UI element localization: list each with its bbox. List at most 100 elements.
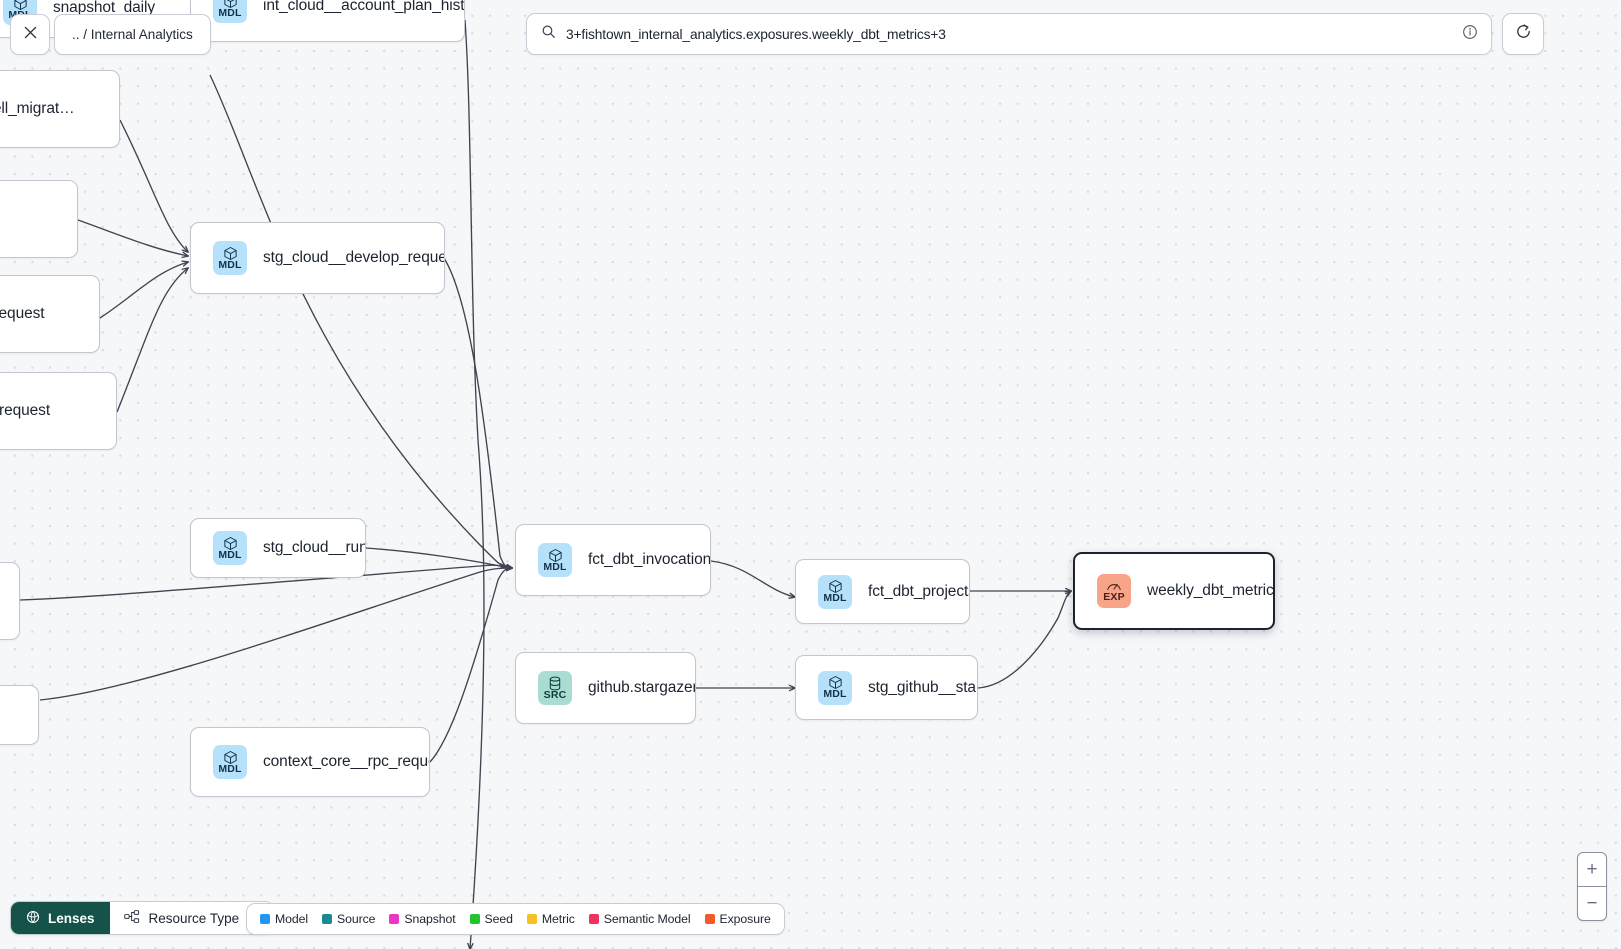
legend-label: Seed bbox=[484, 912, 513, 926]
legend-swatch bbox=[260, 914, 270, 924]
node-type-text: MDL bbox=[218, 548, 242, 561]
node-type-text: MDL bbox=[218, 762, 242, 775]
legend-item[interactable]: Source bbox=[322, 912, 375, 926]
node-type-text: MDL bbox=[218, 6, 242, 19]
node-type-text: MDL bbox=[543, 560, 567, 573]
cube-icon bbox=[223, 536, 238, 551]
legend-swatch bbox=[322, 914, 332, 924]
search-box[interactable] bbox=[526, 13, 1492, 55]
cube-icon bbox=[223, 246, 238, 261]
search-icon bbox=[541, 24, 556, 44]
graph-node[interactable]: MDL…velop_request bbox=[0, 275, 100, 353]
cube-icon bbox=[13, 0, 28, 11]
node-type-badge-mdl: MDL bbox=[213, 0, 247, 23]
top-left-controls: .. / Internal Analytics bbox=[10, 14, 211, 55]
graph-node[interactable]: MDLmulticell_migrat… bbox=[0, 70, 120, 148]
graph-edge bbox=[39, 568, 512, 701]
node-type-badge-mdl: MDL bbox=[213, 745, 247, 779]
info-icon[interactable] bbox=[1462, 24, 1478, 45]
legend-item[interactable]: Snapshot bbox=[389, 912, 456, 926]
node-label: weekly_dbt_metrics bbox=[1147, 582, 1275, 599]
node-label: stg_cloud__runs bbox=[263, 539, 366, 556]
legend-item[interactable]: Semantic Model bbox=[588, 912, 691, 926]
node-label: fct_dbt_invocations bbox=[588, 551, 711, 568]
legend-label: Metric bbox=[541, 912, 575, 926]
cube-icon bbox=[548, 548, 563, 563]
legend-item[interactable]: Seed bbox=[469, 912, 513, 926]
node-label: snapshot_daily bbox=[53, 0, 156, 16]
lenses-segmented-control: Lenses Resource Type bbox=[10, 901, 275, 935]
legend-swatch bbox=[588, 914, 599, 924]
gauge-icon bbox=[1106, 579, 1122, 593]
graph-edge bbox=[209, 74, 505, 566]
node-type-badge-exp: EXP bbox=[1097, 574, 1131, 608]
node-type-badge-mdl: MDL bbox=[213, 241, 247, 275]
node-label: int_cloud__account_plan_history bbox=[263, 0, 465, 14]
cube-icon bbox=[223, 0, 238, 9]
node-type-badge-src: SRC bbox=[538, 671, 572, 705]
node-label: github.stargazers bbox=[588, 679, 696, 696]
graph-node[interactable]: MDL…n bbox=[0, 562, 20, 640]
refresh-button[interactable] bbox=[1502, 13, 1544, 55]
zoom-in-button[interactable]: + bbox=[1586, 859, 1598, 880]
graph-node[interactable]: MDL stg_github__stars bbox=[795, 655, 978, 720]
graph-node[interactable]: SRC github.stargazers bbox=[515, 652, 696, 724]
node-label: …velop_request bbox=[0, 305, 45, 322]
node-type-badge-mdl: MDL bbox=[213, 531, 247, 565]
legend-item[interactable]: Exposure bbox=[704, 912, 771, 926]
graph-edge bbox=[116, 268, 188, 413]
node-type-text: MDL bbox=[218, 258, 242, 271]
refresh-icon bbox=[1514, 22, 1533, 46]
graph-node[interactable]: MDL…_develop_request bbox=[0, 372, 117, 450]
resource-type-button[interactable]: Resource Type bbox=[109, 902, 274, 934]
lenses-label: Lenses bbox=[48, 910, 95, 926]
graph-edge bbox=[119, 119, 188, 252]
node-type-badge-mdl: MDL bbox=[538, 543, 572, 577]
node-type-badge-mdl: MDL bbox=[818, 670, 852, 705]
graph-edge bbox=[99, 262, 188, 319]
graph-edge bbox=[977, 591, 1071, 689]
node-label: stg_github__stars bbox=[868, 678, 978, 696]
zoom-controls: + − bbox=[1577, 852, 1607, 921]
node-type-text: EXP bbox=[1103, 591, 1125, 603]
node-label: …_develop_request bbox=[0, 402, 51, 419]
node-type-text: SRC bbox=[543, 688, 567, 701]
graph-node[interactable]: EXP weekly_dbt_metrics bbox=[1073, 552, 1275, 630]
cube-icon bbox=[828, 675, 843, 690]
lenses-button[interactable]: Lenses bbox=[11, 902, 110, 934]
close-icon bbox=[23, 25, 38, 45]
graph-node[interactable]: MDL….run bbox=[0, 685, 39, 745]
graph-node[interactable]: MDL stg_cloud__runs bbox=[190, 518, 366, 578]
cube-icon bbox=[223, 750, 238, 765]
breadcrumb[interactable]: .. / Internal Analytics bbox=[54, 14, 211, 55]
legend-swatch bbox=[469, 914, 480, 924]
legend-item[interactable]: Metric bbox=[526, 912, 575, 926]
graph-edge bbox=[77, 219, 188, 256]
graph-node[interactable]: MDL fct_dbt_invocations bbox=[515, 524, 711, 596]
node-type-badge-mdl: MDL bbox=[818, 574, 852, 609]
graph-edge bbox=[429, 568, 512, 763]
database-icon bbox=[548, 676, 562, 691]
legend-item[interactable]: Model bbox=[260, 912, 308, 926]
cube-icon bbox=[828, 579, 843, 594]
node-type-text: MDL bbox=[823, 592, 847, 604]
graph-node[interactable]: MDL int_cloud__account_plan_history bbox=[190, 0, 465, 42]
node-label: multicell_migrat… bbox=[0, 100, 75, 117]
lens-icon bbox=[26, 910, 40, 927]
legend-label: Exposure bbox=[719, 912, 771, 926]
search-input[interactable] bbox=[566, 26, 1452, 42]
legend-swatch bbox=[526, 914, 537, 924]
zoom-out-button[interactable]: − bbox=[1586, 893, 1598, 914]
graph-node[interactable]: MDL…p_request bbox=[0, 180, 78, 258]
node-label: context_core__rpc_request bbox=[263, 753, 430, 770]
graph-node[interactable]: MDL context_core__rpc_request bbox=[190, 727, 430, 797]
zoom-divider bbox=[1578, 886, 1606, 887]
close-button[interactable] bbox=[10, 14, 50, 55]
bottom-left-controls: Lenses Resource Type bbox=[10, 901, 275, 935]
resource-type-label: Resource Type bbox=[148, 910, 240, 926]
legend: Model Source Snapshot Seed Metric Semantic Mo… bbox=[246, 903, 785, 935]
